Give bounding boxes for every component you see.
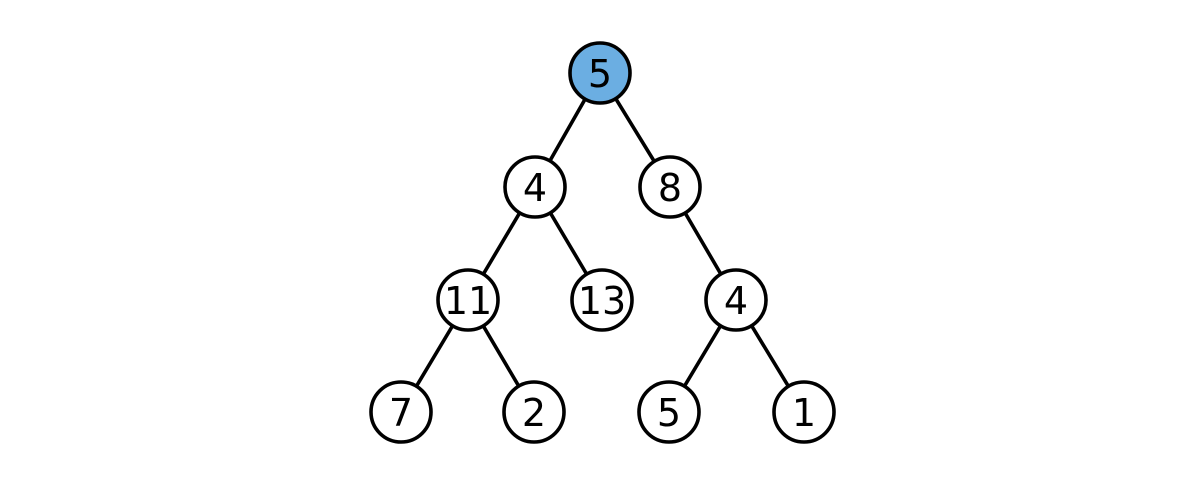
node-label: 13: [578, 279, 626, 323]
node-circle-highlighted[interactable]: [568, 41, 632, 105]
node-layer: 5 4 8 11 13 4 7 2 5 1: [369, 41, 836, 444]
node-label: 2: [522, 391, 546, 435]
node-circle[interactable]: [638, 155, 702, 219]
tree-node[interactable]: 2: [502, 380, 566, 444]
node-label: 1: [792, 391, 816, 435]
node-label: 7: [389, 391, 413, 435]
node-circle[interactable]: [570, 268, 634, 332]
node-label: 4: [523, 166, 547, 210]
node-label: 8: [658, 166, 682, 210]
node-label: 11: [444, 279, 492, 323]
node-circle[interactable]: [704, 268, 768, 332]
node-label: 4: [724, 279, 748, 323]
node-label: 5: [657, 391, 681, 435]
edge-layer: [399, 71, 806, 414]
node-circle[interactable]: [637, 380, 701, 444]
tree-node[interactable]: 8: [638, 155, 702, 219]
node-circle[interactable]: [503, 155, 567, 219]
tree-node[interactable]: 5: [637, 380, 701, 444]
tree-node[interactable]: 4: [503, 155, 567, 219]
tree-node[interactable]: 7: [369, 380, 433, 444]
node-circle[interactable]: [772, 380, 836, 444]
node-label: 5: [588, 52, 612, 96]
tree-node[interactable]: 4: [704, 268, 768, 332]
node-circle[interactable]: [502, 380, 566, 444]
tree-node[interactable]: 13: [570, 268, 634, 332]
node-circle[interactable]: [369, 380, 433, 444]
tree-node[interactable]: 5: [568, 41, 632, 105]
tree-node[interactable]: 11: [436, 268, 500, 332]
tree-node[interactable]: 1: [772, 380, 836, 444]
node-circle[interactable]: [436, 268, 500, 332]
